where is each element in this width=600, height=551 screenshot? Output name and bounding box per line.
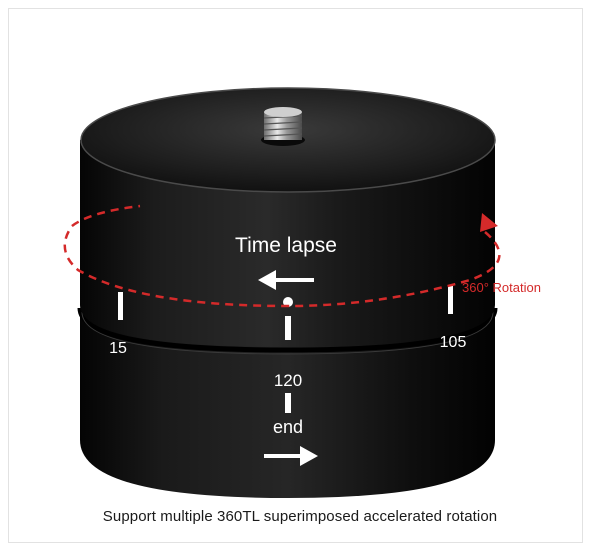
mounting-screw xyxy=(261,107,305,146)
top-label: Time lapse xyxy=(235,234,337,257)
right-arrow-icon xyxy=(264,446,318,466)
bottom-label: end xyxy=(273,417,303,437)
ring-seam xyxy=(77,307,498,353)
rotation-label: 360° Rotation xyxy=(462,280,541,295)
tick-left xyxy=(118,292,123,320)
tick-center xyxy=(285,316,291,340)
tick-lower xyxy=(285,393,291,413)
scale-left: 15 xyxy=(109,340,127,357)
left-arrow-icon xyxy=(258,270,314,290)
rotation-arrow-icon xyxy=(480,213,498,232)
center-dot xyxy=(283,297,293,307)
caption: Support multiple 360TL superimposed acce… xyxy=(102,508,498,525)
rotation-ellipse xyxy=(63,225,501,308)
scale-center: 120 xyxy=(274,371,302,390)
tick-right xyxy=(448,286,453,314)
scale-right: 105 xyxy=(440,334,467,351)
